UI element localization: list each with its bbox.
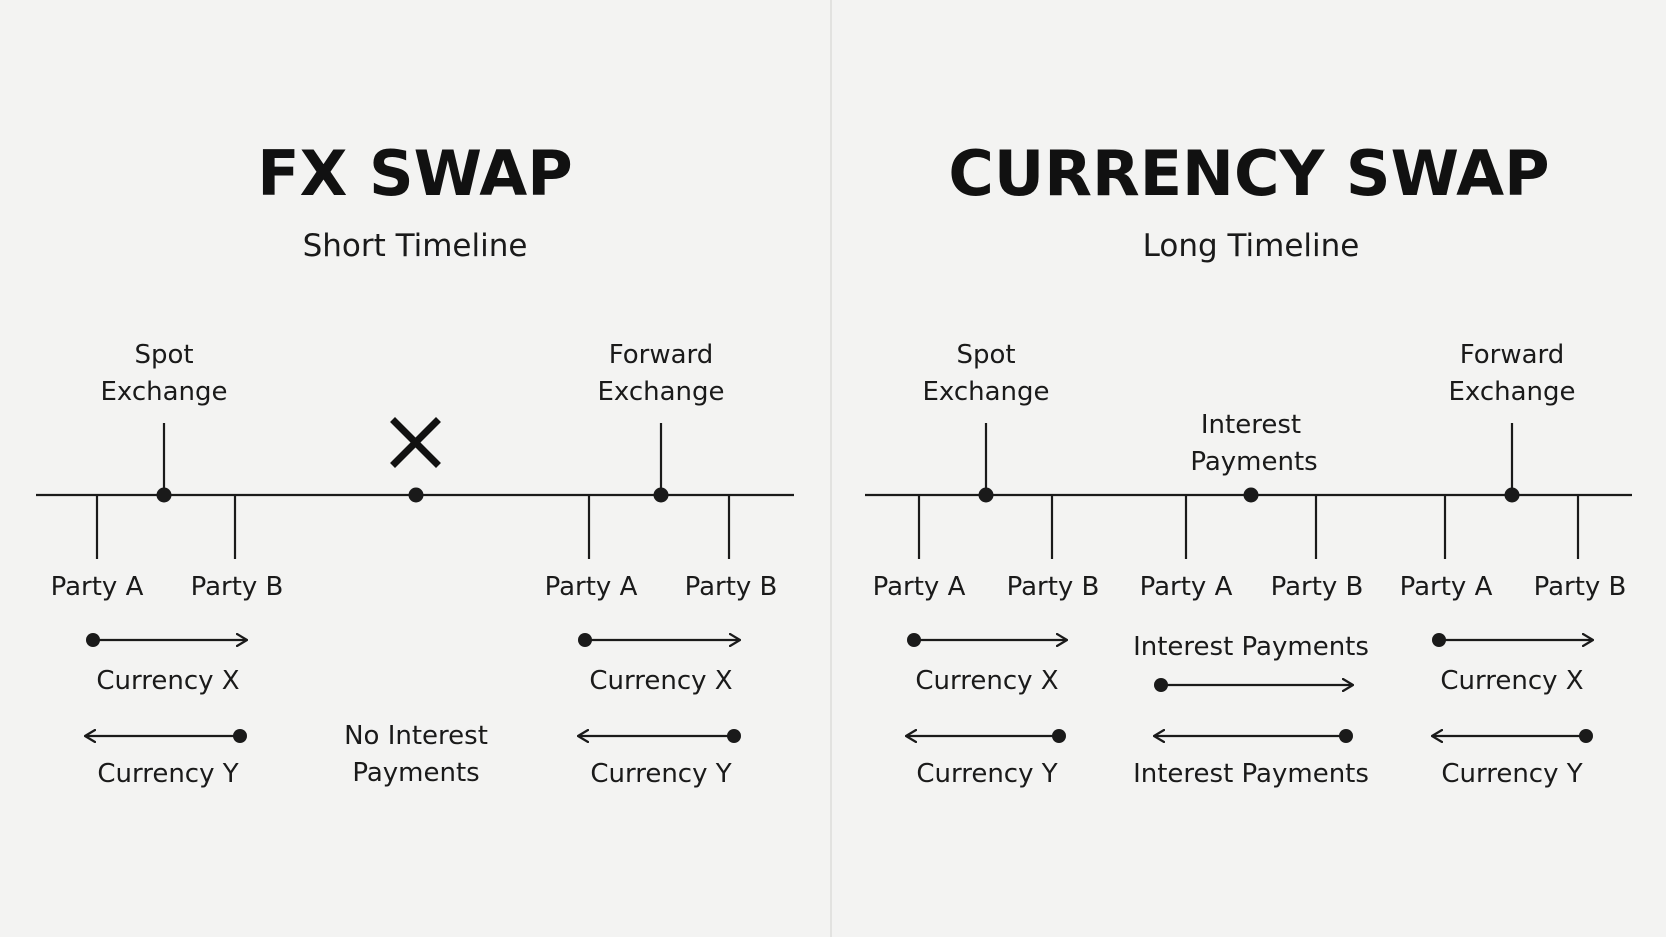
- spot-exchange-label-line2: Exchange: [100, 377, 227, 407]
- party-label: Party A: [873, 572, 966, 602]
- party-label: Party B: [1271, 572, 1364, 602]
- spot-exchange-label-line1: Spot: [134, 340, 193, 370]
- interest-payments-bottom-label: Interest Payments: [1133, 759, 1369, 789]
- spot-exchange-label-line2: Exchange: [922, 377, 1049, 407]
- currency-swap-title: CURRENCY SWAP: [948, 137, 1549, 210]
- spot-event-dot: [156, 487, 172, 503]
- party-label: Party B: [1007, 572, 1100, 602]
- fx-swap-panel: FX SWAP Short Timeline Spot Exchange For…: [36, 137, 794, 789]
- party-label: Party A: [1140, 572, 1233, 602]
- forward-currency-y-label: Currency Y: [1441, 759, 1582, 789]
- no-interest-note-line2: Payments: [352, 758, 479, 788]
- forward-exchange-label-line2: Exchange: [1448, 377, 1575, 407]
- spot-currency-y-label: Currency Y: [916, 759, 1057, 789]
- forward-exchange-label-line1: Forward: [1460, 340, 1565, 370]
- interest-event-dot: [1243, 487, 1259, 503]
- spot-exchange-label-line1: Spot: [956, 340, 1015, 370]
- forward-exchange-label-line2: Exchange: [597, 377, 724, 407]
- spot-event-dot: [978, 487, 994, 503]
- cross-icon: [390, 417, 441, 468]
- interest-payments-label-line2: Payments: [1190, 447, 1317, 477]
- forward-currency-x-label: Currency X: [1440, 666, 1583, 696]
- forward-currency-x-label: Currency X: [589, 666, 732, 696]
- party-label: Party B: [1534, 572, 1627, 602]
- fx-swap-subtitle: Short Timeline: [303, 228, 528, 264]
- spot-currency-x-label: Currency X: [915, 666, 1058, 696]
- forward-event-dot: [653, 487, 669, 503]
- no-interest-note-line1: No Interest: [344, 721, 488, 751]
- forward-event-dot: [1504, 487, 1520, 503]
- spot-currency-y-label: Currency Y: [97, 759, 238, 789]
- interest-payments-top-label: Interest Payments: [1133, 632, 1369, 662]
- forward-exchange-label-line1: Forward: [609, 340, 714, 370]
- middle-event-dot: [408, 487, 424, 503]
- currency-swap-subtitle: Long Timeline: [1143, 228, 1360, 264]
- interest-payments-label-line1: Interest: [1201, 410, 1301, 440]
- party-label: Party A: [1400, 572, 1493, 602]
- party-label: Party A: [545, 572, 638, 602]
- forward-currency-y-label: Currency Y: [590, 759, 731, 789]
- party-label: Party A: [51, 572, 144, 602]
- spot-currency-x-label: Currency X: [96, 666, 239, 696]
- party-label: Party B: [685, 572, 778, 602]
- fx-swap-title: FX SWAP: [257, 137, 572, 210]
- currency-swap-panel: CURRENCY SWAP Long Timeline Spot Exchang…: [865, 137, 1632, 789]
- party-label: Party B: [191, 572, 284, 602]
